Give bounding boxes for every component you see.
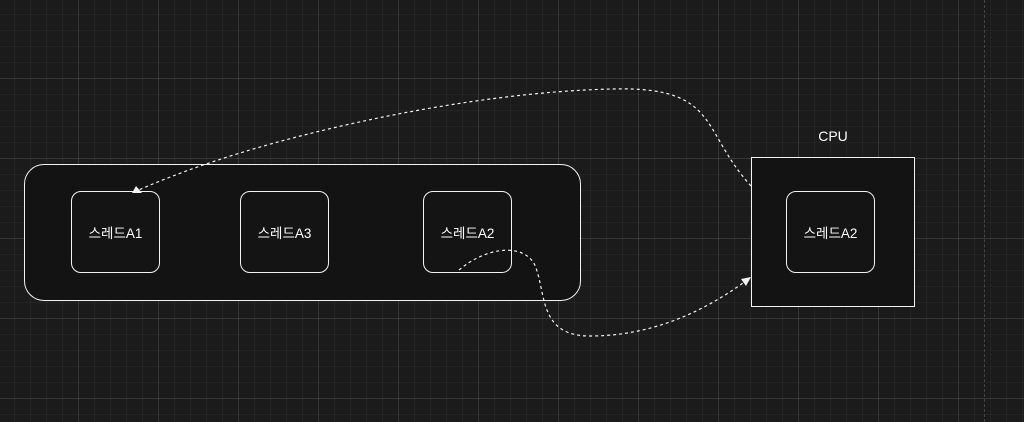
thread-a1-node[interactable]: 스레드A1 — [71, 191, 160, 273]
thread-a1-label: 스레드A1 — [88, 226, 143, 241]
cpu-title: CPU — [818, 128, 848, 144]
thread-a3-node[interactable]: 스레드A3 — [240, 191, 329, 273]
thread-a2-node[interactable]: 스레드A2 — [423, 191, 512, 273]
page-boundary-guide — [984, 0, 985, 422]
cpu-thread-a2-node[interactable]: 스레드A2 — [786, 191, 875, 273]
thread-a3-label: 스레드A3 — [257, 226, 312, 241]
thread-a2-label: 스레드A2 — [440, 226, 495, 241]
arrowhead-cpu — [741, 277, 751, 286]
cpu-thread-a2-label: 스레드A2 — [803, 226, 858, 241]
